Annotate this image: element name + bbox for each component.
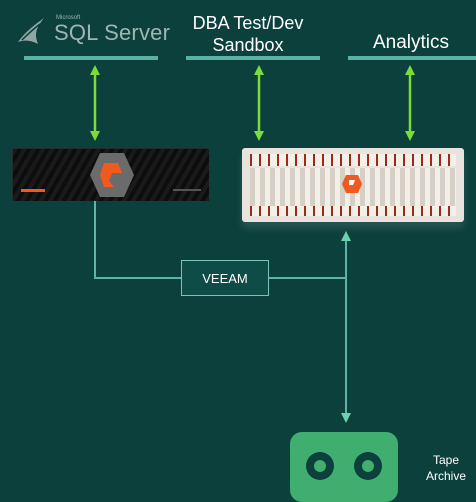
veeam-label: VEEAM: [202, 270, 248, 286]
tape-label-line1: Tape: [432, 453, 460, 467]
dba-sandbox-label: DBA Test/Dev Sandbox: [192, 13, 304, 55]
flashblade-device: [242, 148, 464, 222]
flashblade-blades-bottom: [250, 206, 456, 216]
sql-server-logo: Microsoft SQL Server: [14, 14, 174, 48]
analytics-bar: [348, 56, 476, 60]
sql-server-logo-text: SQL Server: [54, 20, 171, 45]
flasharray-device: [12, 148, 209, 201]
analytics-label: Analytics: [372, 32, 450, 53]
brand-mark: [21, 189, 45, 192]
sql-server-bar: [24, 56, 158, 60]
tape-reel-left: [306, 452, 334, 480]
pure-storage-logo-icon: [90, 153, 134, 197]
model-mark: [173, 189, 201, 191]
sql-server-icon: [18, 18, 44, 44]
flashblade-blades-top: [250, 154, 456, 166]
tape-reel-right: [354, 452, 382, 480]
flashblade-logo-icon: [342, 175, 362, 193]
tape-label-line2: Archive: [425, 469, 466, 483]
tape-archive-label: Tape Archive: [418, 452, 474, 484]
flasharray-to-veeam-line: [94, 200, 181, 279]
dba-sandbox-bar: [186, 56, 320, 60]
veeam-box: VEEAM: [181, 260, 269, 296]
sql-server-logo-small: Microsoft: [56, 15, 81, 21]
tape-archive-icon: [290, 432, 398, 502]
